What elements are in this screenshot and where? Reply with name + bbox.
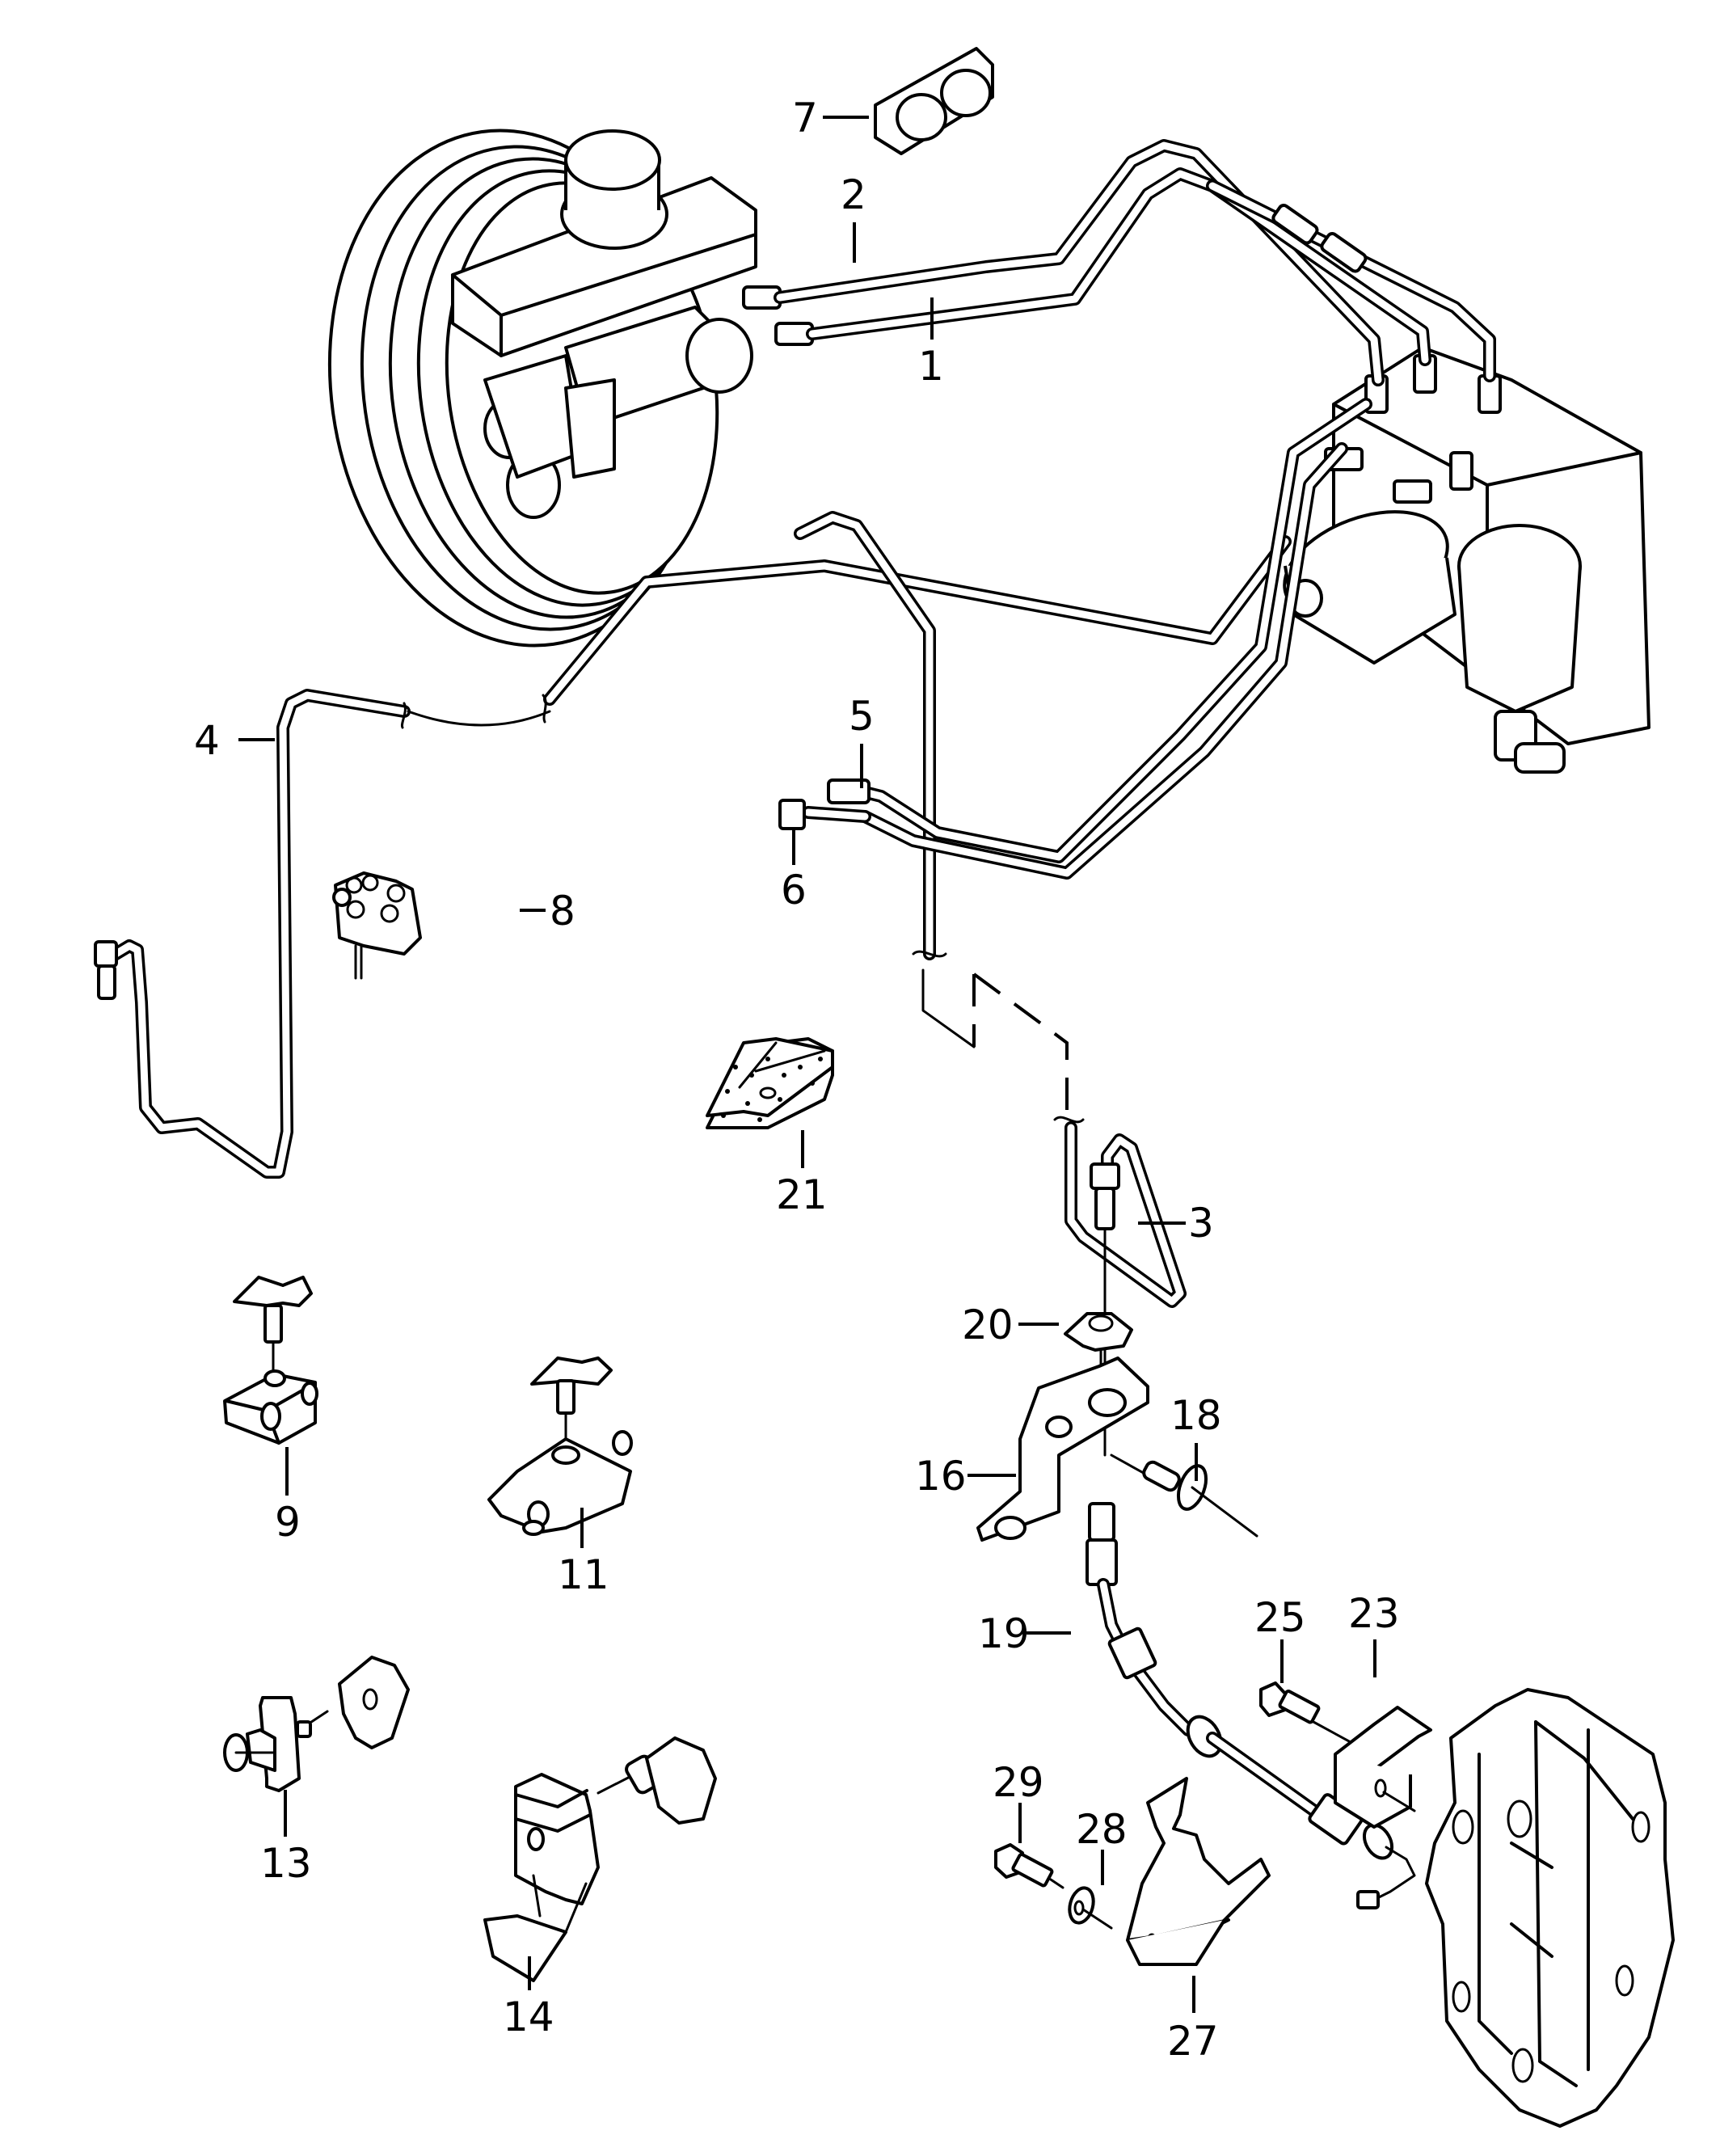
part-13-line-clip xyxy=(223,1656,410,1792)
callout-1: 1 xyxy=(918,343,944,390)
part-19-brake-hose xyxy=(1086,1502,1416,1909)
callout-2: 2 xyxy=(841,171,866,218)
callout-labels: 7 2 1 3 4 5 6 8 9 11 13 14 16 18 19 20 2… xyxy=(194,95,1400,2065)
callout-28: 28 xyxy=(1076,1806,1128,1853)
callout-14: 14 xyxy=(503,1994,554,2040)
part-27-shield-plate xyxy=(1126,1777,1271,1966)
callout-11: 11 xyxy=(558,1551,609,1598)
callout-9: 9 xyxy=(275,1499,301,1546)
callout-16: 16 xyxy=(915,1453,967,1500)
callout-25: 25 xyxy=(1254,1594,1306,1641)
brake-caliper xyxy=(1425,1688,1675,2128)
callout-19: 19 xyxy=(978,1610,1030,1657)
abs-unit xyxy=(1283,346,1650,774)
callout-5: 5 xyxy=(849,693,875,740)
brake-line-4 xyxy=(94,535,1292,1179)
callout-18: 18 xyxy=(1170,1392,1222,1439)
line-continuation-dashed xyxy=(921,968,1085,1124)
part-14-line-clip-holder xyxy=(483,1736,717,1982)
callout-8: 8 xyxy=(550,888,575,935)
callout-21: 21 xyxy=(776,1171,828,1218)
part-18-rivet xyxy=(1110,1454,1258,1538)
part-21-foam-pad xyxy=(706,1037,834,1129)
part-8-multi-clip xyxy=(332,871,422,980)
part-23-bracket xyxy=(1334,1706,1432,1829)
callout-29: 29 xyxy=(993,1759,1044,1806)
callout-6: 6 xyxy=(781,867,807,913)
part-28-washer xyxy=(1068,1886,1113,1930)
callout-23: 23 xyxy=(1348,1590,1400,1637)
part-9-clip-with-stud xyxy=(223,1276,318,1445)
callout-27: 27 xyxy=(1167,2018,1219,2065)
leader-lines xyxy=(238,116,1376,2013)
part-16-hose-bracket xyxy=(976,1356,1149,1542)
callout-13: 13 xyxy=(260,1840,312,1887)
callout-20: 20 xyxy=(962,1302,1014,1348)
callout-7: 7 xyxy=(792,95,818,141)
callout-4: 4 xyxy=(194,717,220,764)
part-25-hex-bolt xyxy=(1259,1681,1360,1748)
brake-lines-1-2 xyxy=(774,139,1496,386)
part-20-retaining-clip xyxy=(1064,1312,1133,1400)
part-29-hex-bolt xyxy=(994,1843,1064,1889)
master-cylinder xyxy=(451,129,814,479)
part-7-line-holder xyxy=(874,47,994,155)
callout-3: 3 xyxy=(1188,1200,1214,1247)
brake-line-3 xyxy=(1064,1121,1187,1457)
part-11-clip-with-stud xyxy=(487,1356,633,1536)
brake-lines-central xyxy=(778,398,1372,960)
